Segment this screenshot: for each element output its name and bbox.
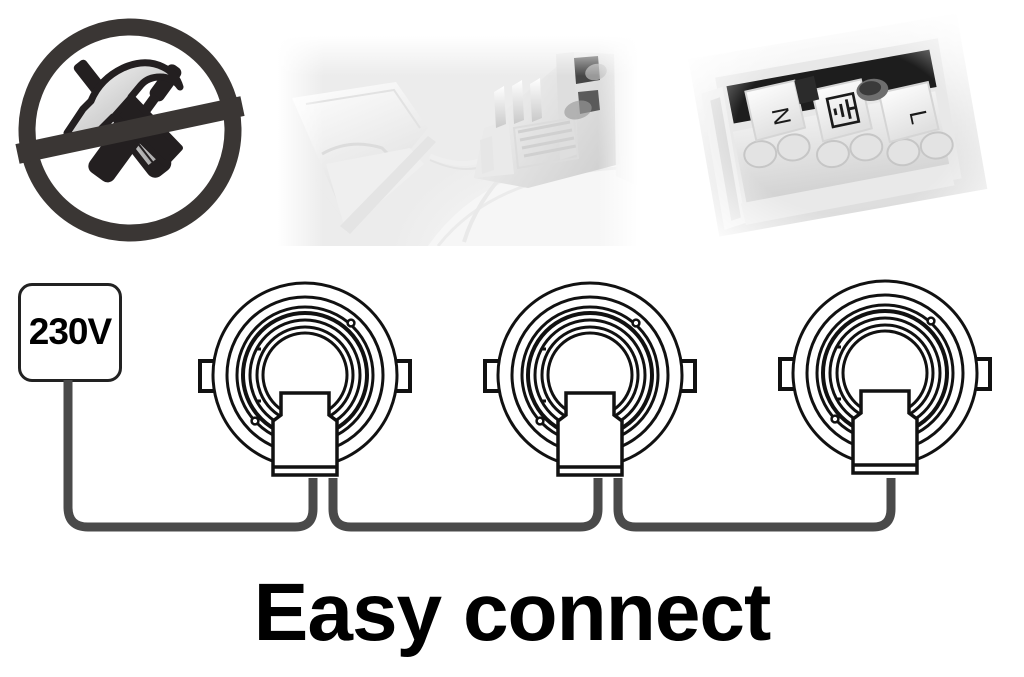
downlight-3 <box>778 279 992 475</box>
connector-parts-photo <box>278 36 638 246</box>
no-tools-icon <box>15 18 245 242</box>
photo-vignette <box>672 12 1020 250</box>
downlight-2 <box>483 281 697 477</box>
cable-supply-to-downlight-1 <box>63 380 318 532</box>
cable-downlight-1-to-2 <box>328 478 603 532</box>
downlight-1 <box>198 281 412 477</box>
photo-fade-top <box>278 36 638 76</box>
prohibition-slash-icon <box>15 96 245 164</box>
cable-downlight-2-to-3 <box>613 478 896 532</box>
voltage-label-text: 230V <box>28 311 112 352</box>
prohibition-ring-icon <box>18 18 242 242</box>
voltage-label-plate: 230V <box>18 283 122 382</box>
page-title: Easy connect <box>253 567 772 658</box>
terminal-block-photo: N L <box>672 12 1020 250</box>
